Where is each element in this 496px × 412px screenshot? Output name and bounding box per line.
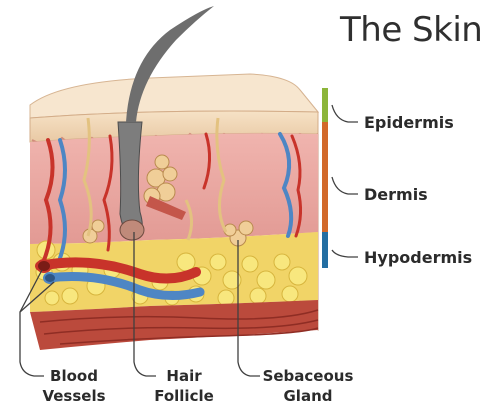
dermis-label: Dermis <box>364 185 428 204</box>
sebaceous-gland-line2: Gland <box>258 386 358 406</box>
dermis-bar <box>322 122 328 232</box>
epidermis-bar <box>322 88 328 122</box>
hypodermis-bar <box>322 232 328 268</box>
hair-follicle-label: Hair Follicle <box>152 366 216 406</box>
vein-cut <box>44 273 56 283</box>
blood-vessels-line2: Vessels <box>38 386 110 406</box>
blood-vessels-label: Blood Vessels <box>38 366 110 406</box>
sebaceous-gland-label: Sebaceous Gland <box>258 366 358 406</box>
artery-cut <box>37 260 51 272</box>
hair-follicle-line2: Follicle <box>152 386 216 406</box>
hypodermis-label: Hypodermis <box>364 248 472 267</box>
follicle-bulb <box>120 220 144 240</box>
sebaceous-gland-line1: Sebaceous <box>258 366 358 386</box>
follicle-sheath <box>118 122 142 236</box>
layer-leaders <box>332 105 358 257</box>
epidermis-label: Epidermis <box>364 113 454 132</box>
blood-vessels-line1: Blood <box>38 366 110 386</box>
hair-follicle-line1: Hair <box>152 366 216 386</box>
